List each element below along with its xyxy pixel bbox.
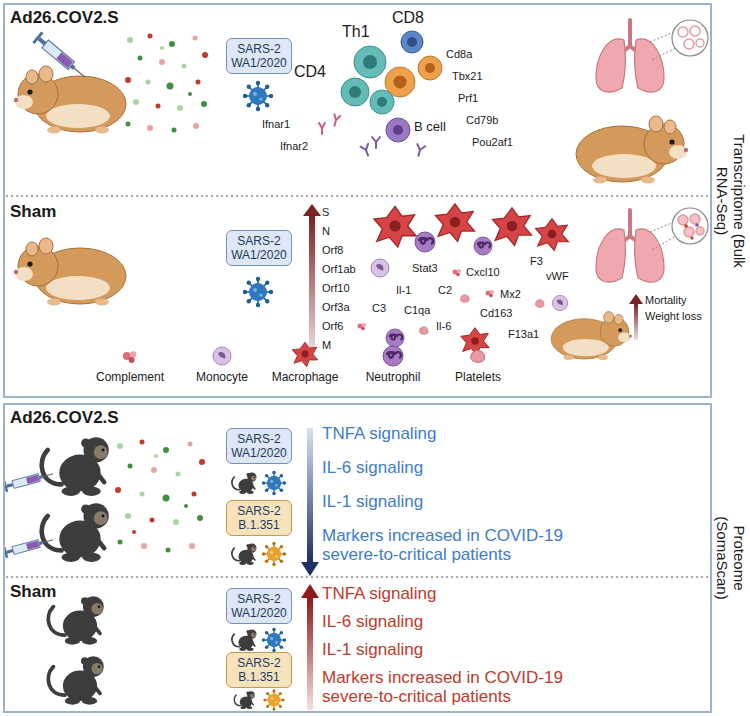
gene-label: C3	[372, 302, 386, 315]
box-label: SARS-2 WA1/2020	[229, 42, 289, 70]
outcome-label: Mortality	[645, 294, 687, 307]
outcome-label: Weight loss	[645, 310, 702, 323]
transcriptome-panel: Transcriptome (Bulk RNA-Seq)SARS-2 WA1/2…	[3, 3, 712, 398]
gene-label: Ifnar2	[280, 140, 308, 153]
gene-label: C2	[438, 284, 452, 297]
virus-strain-box: SARS-2 WA1/2020	[226, 588, 292, 624]
legend-icons	[123, 342, 485, 367]
separator	[6, 576, 709, 577]
pathway-label: TNFA signaling	[322, 424, 436, 444]
ifn-receptors	[319, 114, 340, 134]
virus-strain-box: SARS-2 WA1/2020	[226, 428, 292, 464]
gene-label: Ifnar1	[262, 118, 290, 131]
box-label: SARS-2 B.1.351	[229, 504, 289, 532]
viral-gene-label: Orf3a	[322, 301, 350, 314]
gene-label: Cd8a	[446, 48, 472, 61]
variant-strain-box: SARS-2 B.1.351	[226, 500, 292, 536]
gene-label: Stat3	[412, 262, 438, 275]
box-label: SARS-2 WA1/2020	[229, 432, 289, 460]
gene-label: F3	[530, 255, 543, 268]
gene-label: C1qa	[404, 304, 430, 317]
hamster-vaccinated	[14, 66, 126, 134]
t-cells	[341, 31, 442, 114]
virus-strain-box: SARS-2 WA1/2020	[226, 230, 292, 266]
pathway-label: IL-6 signaling	[322, 612, 423, 632]
syringe	[32, 31, 89, 82]
group-title: Sham	[10, 202, 56, 222]
group-title: Ad26.COV2.S	[10, 408, 119, 428]
pathway-label: Markers increased in COVID-19 severe-to-…	[322, 668, 597, 706]
viral-gene-label: Orf10	[322, 282, 350, 295]
legend-label: Complement	[96, 370, 164, 384]
hamster-sick	[551, 312, 632, 361]
viral-gene-label: M	[322, 339, 331, 352]
box-label: SARS-2 B.1.351	[229, 656, 289, 684]
increase-arrow	[301, 584, 319, 710]
group-title: Sham	[10, 582, 56, 602]
mortality-arrow	[629, 294, 643, 340]
panel-heading: Proteome (SomaScan)	[714, 483, 748, 633]
cell-label: B cell	[414, 119, 446, 135]
viral-gene-label: S	[322, 206, 329, 219]
gene-label: Tbx21	[452, 70, 483, 83]
cell-label: CD8	[392, 8, 424, 27]
lungs-healthy	[596, 20, 708, 92]
expression-dots	[125, 34, 208, 133]
viral-gene-label: N	[322, 225, 330, 238]
viral-gene-label: Orf6	[322, 320, 343, 333]
cell-label: CD4	[294, 62, 326, 81]
decrease-arrow	[301, 428, 319, 576]
gene-label: Cd163	[480, 307, 512, 320]
gene-label: vWF	[546, 270, 569, 283]
legend-label: Platelets	[455, 370, 501, 384]
viral-gene-label: Orf8	[322, 244, 343, 257]
protein-dots	[115, 440, 205, 553]
gene-label: Il-1	[396, 284, 411, 297]
gene-label: Cxcl10	[466, 266, 500, 279]
variant-strain-box: SARS-2 B.1.351	[226, 652, 292, 688]
pathway-label: IL-6 signaling	[322, 458, 423, 478]
pathway-label: IL-1 signaling	[322, 640, 423, 660]
pathway-label: IL-1 signaling	[322, 492, 423, 512]
gene-label: Mx2	[500, 288, 521, 301]
lungs-inflamed	[596, 208, 708, 282]
gene-label: Prf1	[458, 92, 478, 105]
group-title: Ad26.COV2.S	[10, 8, 119, 28]
separator	[6, 195, 709, 196]
hamster-recovered	[576, 116, 688, 184]
cell-label: Th1	[342, 22, 370, 41]
gene-label: Pou2af1	[472, 136, 513, 149]
legend-label: Neutrophil	[366, 370, 421, 384]
virus-icon	[243, 81, 273, 111]
monkey-sham	[48, 596, 103, 704]
pathway-label: Markers increased in COVID-19 severe-to-…	[322, 526, 597, 564]
legend-label: Monocyte	[196, 370, 248, 384]
viral-gene-label: Orf1ab	[322, 263, 356, 276]
syringe	[3, 468, 55, 558]
pathway-label: TNFA signaling	[322, 584, 436, 604]
gene-label: Il-6	[436, 320, 451, 333]
hamster-sham	[14, 238, 126, 306]
legend-label: Macrophage	[272, 370, 339, 384]
monkey-vaccinated	[42, 437, 109, 562]
gene-label: F13a1	[508, 328, 539, 341]
viral-load-arrow	[303, 204, 321, 356]
virus-icon	[243, 277, 273, 307]
virus-strain-box: SARS-2 WA1/2020	[226, 38, 292, 74]
panel-heading: Transcriptome (Bulk RNA-Seq)	[714, 126, 748, 276]
box-label: SARS-2 WA1/2020	[229, 592, 289, 620]
inflammatory-cells	[358, 204, 569, 355]
gene-label: Cd79b	[466, 114, 498, 127]
box-label: SARS-2 WA1/2020	[229, 234, 289, 262]
